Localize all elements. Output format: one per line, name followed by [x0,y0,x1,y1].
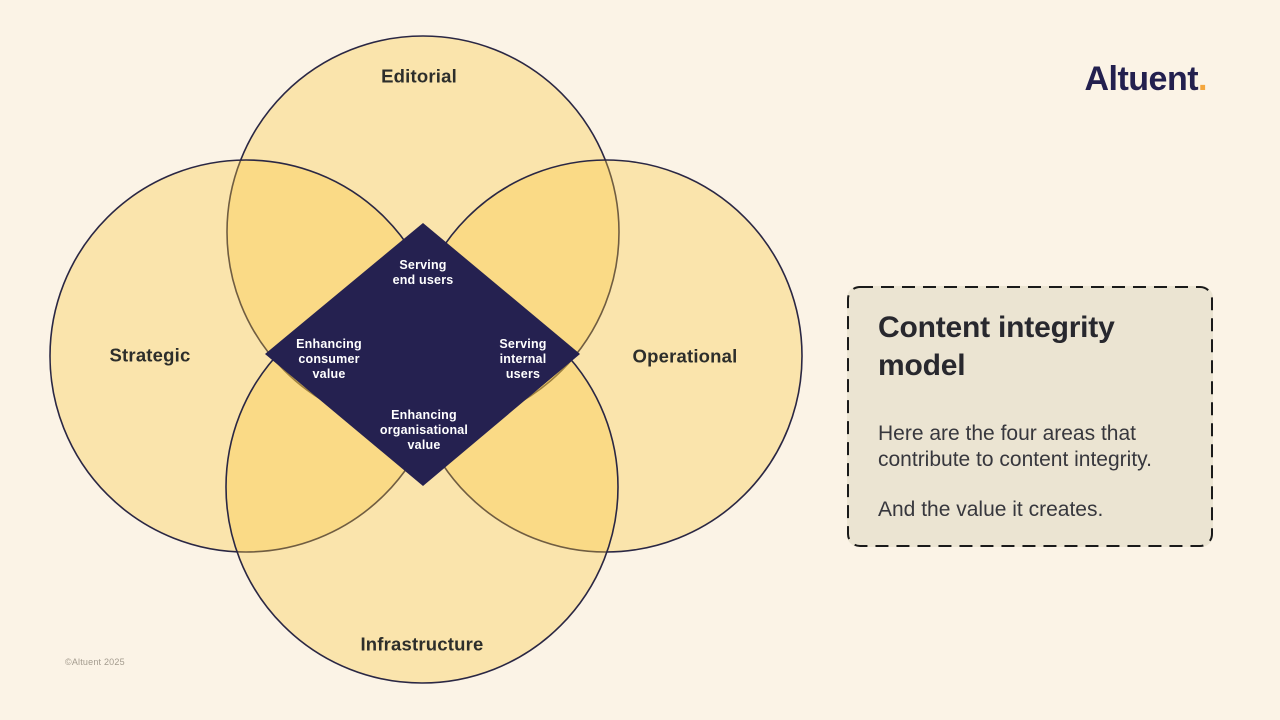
diamond-label-enhancing-organisational-value-line2: organisational [380,423,468,437]
diamond-label-enhancing-organisational-value-line3: value [408,438,441,452]
logo-dot: . [1198,60,1207,98]
diamond-label-enhancing-consumer-value-line3: value [313,367,346,381]
info-card: Content integrity model Here are the fou… [847,286,1213,547]
logo: Altuent. [1084,60,1207,99]
copyright-text: ©Altuent 2025 [65,657,125,667]
card-body-paragraph-1: Here are the four areas that contribute … [878,422,1152,471]
diamond-label-serving-end-users-line2: end users [393,273,454,287]
circle-label-infrastructure: Infrastructure [360,634,483,655]
logo-text: Altuent [1084,60,1199,98]
card-title: Content integrity model [878,311,1115,382]
circle-label-strategic: Strategic [110,345,191,366]
diamond-label-enhancing-organisational-value-line1: Enhancing [391,408,457,422]
diamond-label-enhancing-consumer-value-line1: Enhancing [296,337,362,351]
circle-label-editorial: Editorial [381,66,457,87]
card-body-paragraph-2: And the value it creates. [878,498,1104,521]
diamond-label-serving-internal-users-line3: users [506,367,540,381]
diamond-label-serving-internal-users-line1: Serving [499,337,546,351]
diamond-label-enhancing-consumer-value-line2: consumer [298,352,359,366]
diamond-label-serving-end-users-line1: Serving [399,258,446,272]
circle-label-operational: Operational [633,346,738,367]
center-diamond [265,223,580,486]
diamond-label-serving-internal-users-line2: internal [500,352,547,366]
